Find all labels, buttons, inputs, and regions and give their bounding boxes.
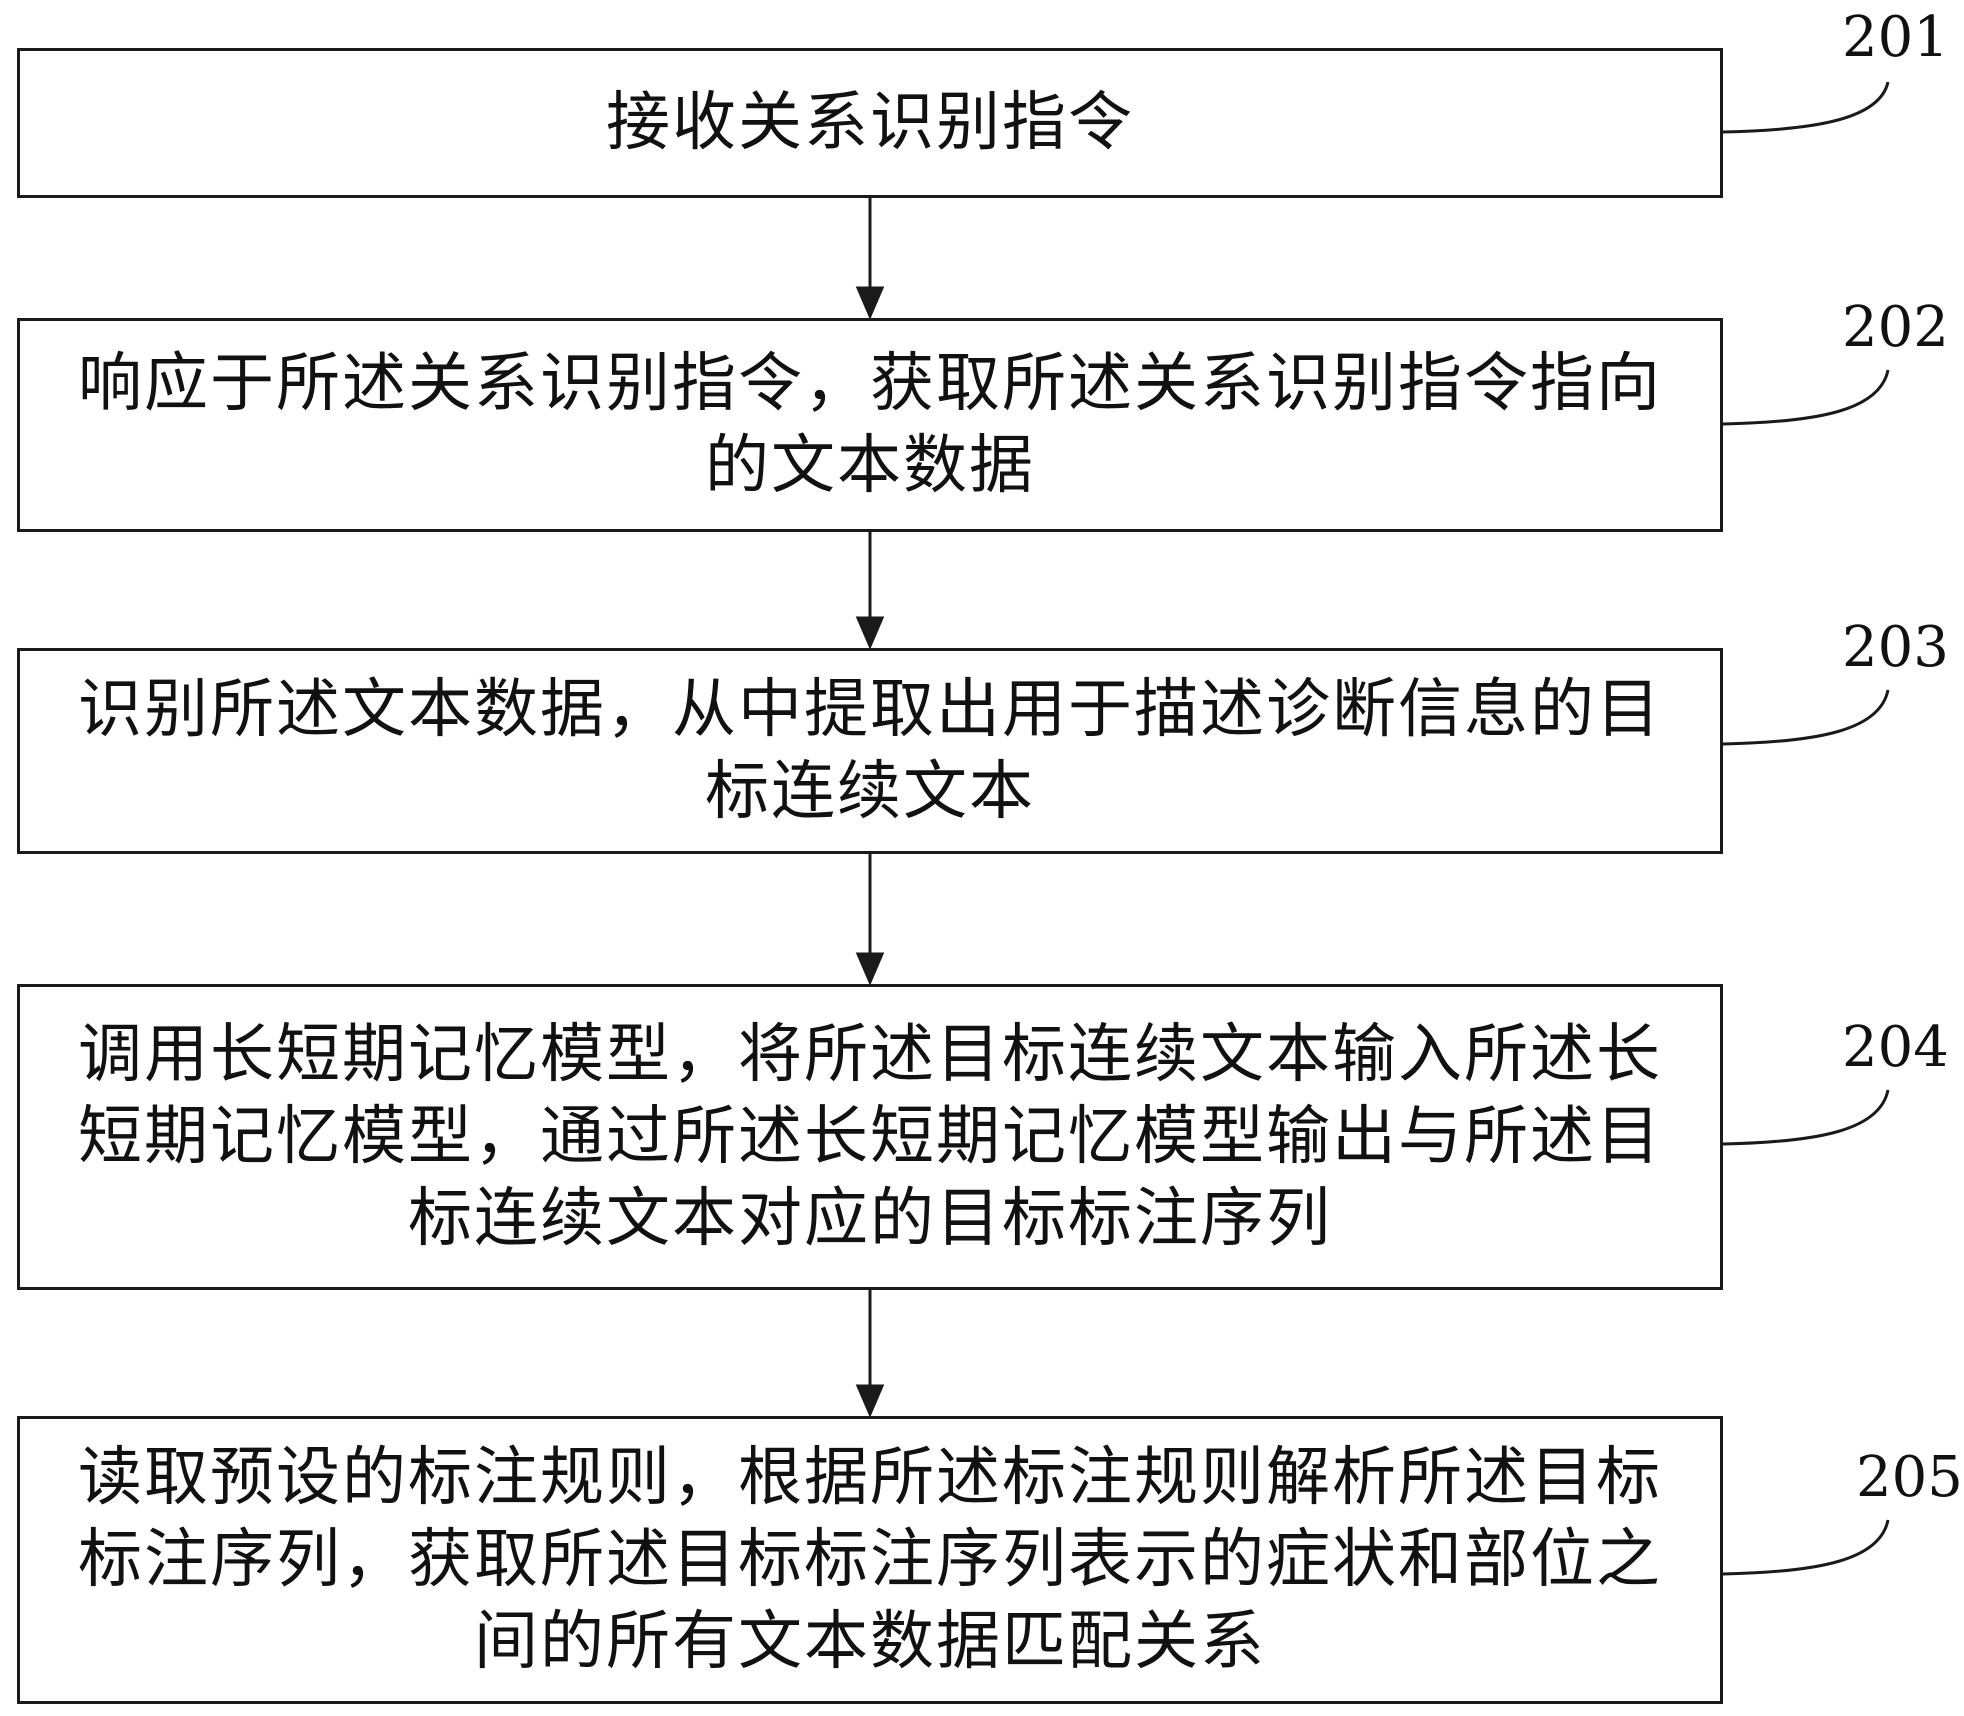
leader-line-203 [1722, 689, 1890, 746]
step-text-203: 识别所述文本数据，从中提取出用于描述诊断信息的目标连续文本 [78, 673, 1662, 829]
step-label-202: 202 [1842, 295, 1949, 360]
leader-line-204 [1722, 1089, 1890, 1146]
leader-line-202 [1722, 369, 1890, 426]
step-box-201: 接收关系识别指令 [17, 48, 1723, 198]
arrow-202-to-203 [855, 532, 885, 650]
step-box-204: 调用长短期记忆模型，将所述目标连续文本输入所述长短期记忆模型，通过所述长短期记忆… [17, 984, 1723, 1290]
step-label-205: 205 [1856, 1445, 1963, 1510]
step-box-203: 识别所述文本数据，从中提取出用于描述诊断信息的目标连续文本 [17, 648, 1723, 854]
step-text-205: 读取预设的标注规则，根据所述标注规则解析所述目标标注序列，获取所述目标标注序列表… [78, 1441, 1662, 1679]
step-text-204: 调用长短期记忆模型，将所述目标连续文本输入所述长短期记忆模型，通过所述长短期记忆… [78, 1018, 1662, 1256]
step-label-203: 203 [1842, 615, 1949, 680]
arrow-204-to-205 [855, 1290, 885, 1418]
arrow-203-to-204 [855, 854, 885, 986]
step-text-202: 响应于所述关系识别指令，获取所述关系识别指令指向的文本数据 [78, 347, 1662, 503]
step-label-201: 201 [1842, 5, 1949, 70]
arrow-201-to-202 [855, 198, 885, 320]
leader-line-205 [1722, 1519, 1890, 1576]
step-box-202: 响应于所述关系识别指令，获取所述关系识别指令指向的文本数据 [17, 318, 1723, 532]
leader-line-201 [1722, 81, 1890, 134]
step-label-204: 204 [1842, 1015, 1949, 1080]
step-text-201: 接收关系识别指令 [606, 86, 1134, 160]
step-box-205: 读取预设的标注规则，根据所述标注规则解析所述目标标注序列，获取所述目标标注序列表… [17, 1416, 1723, 1704]
